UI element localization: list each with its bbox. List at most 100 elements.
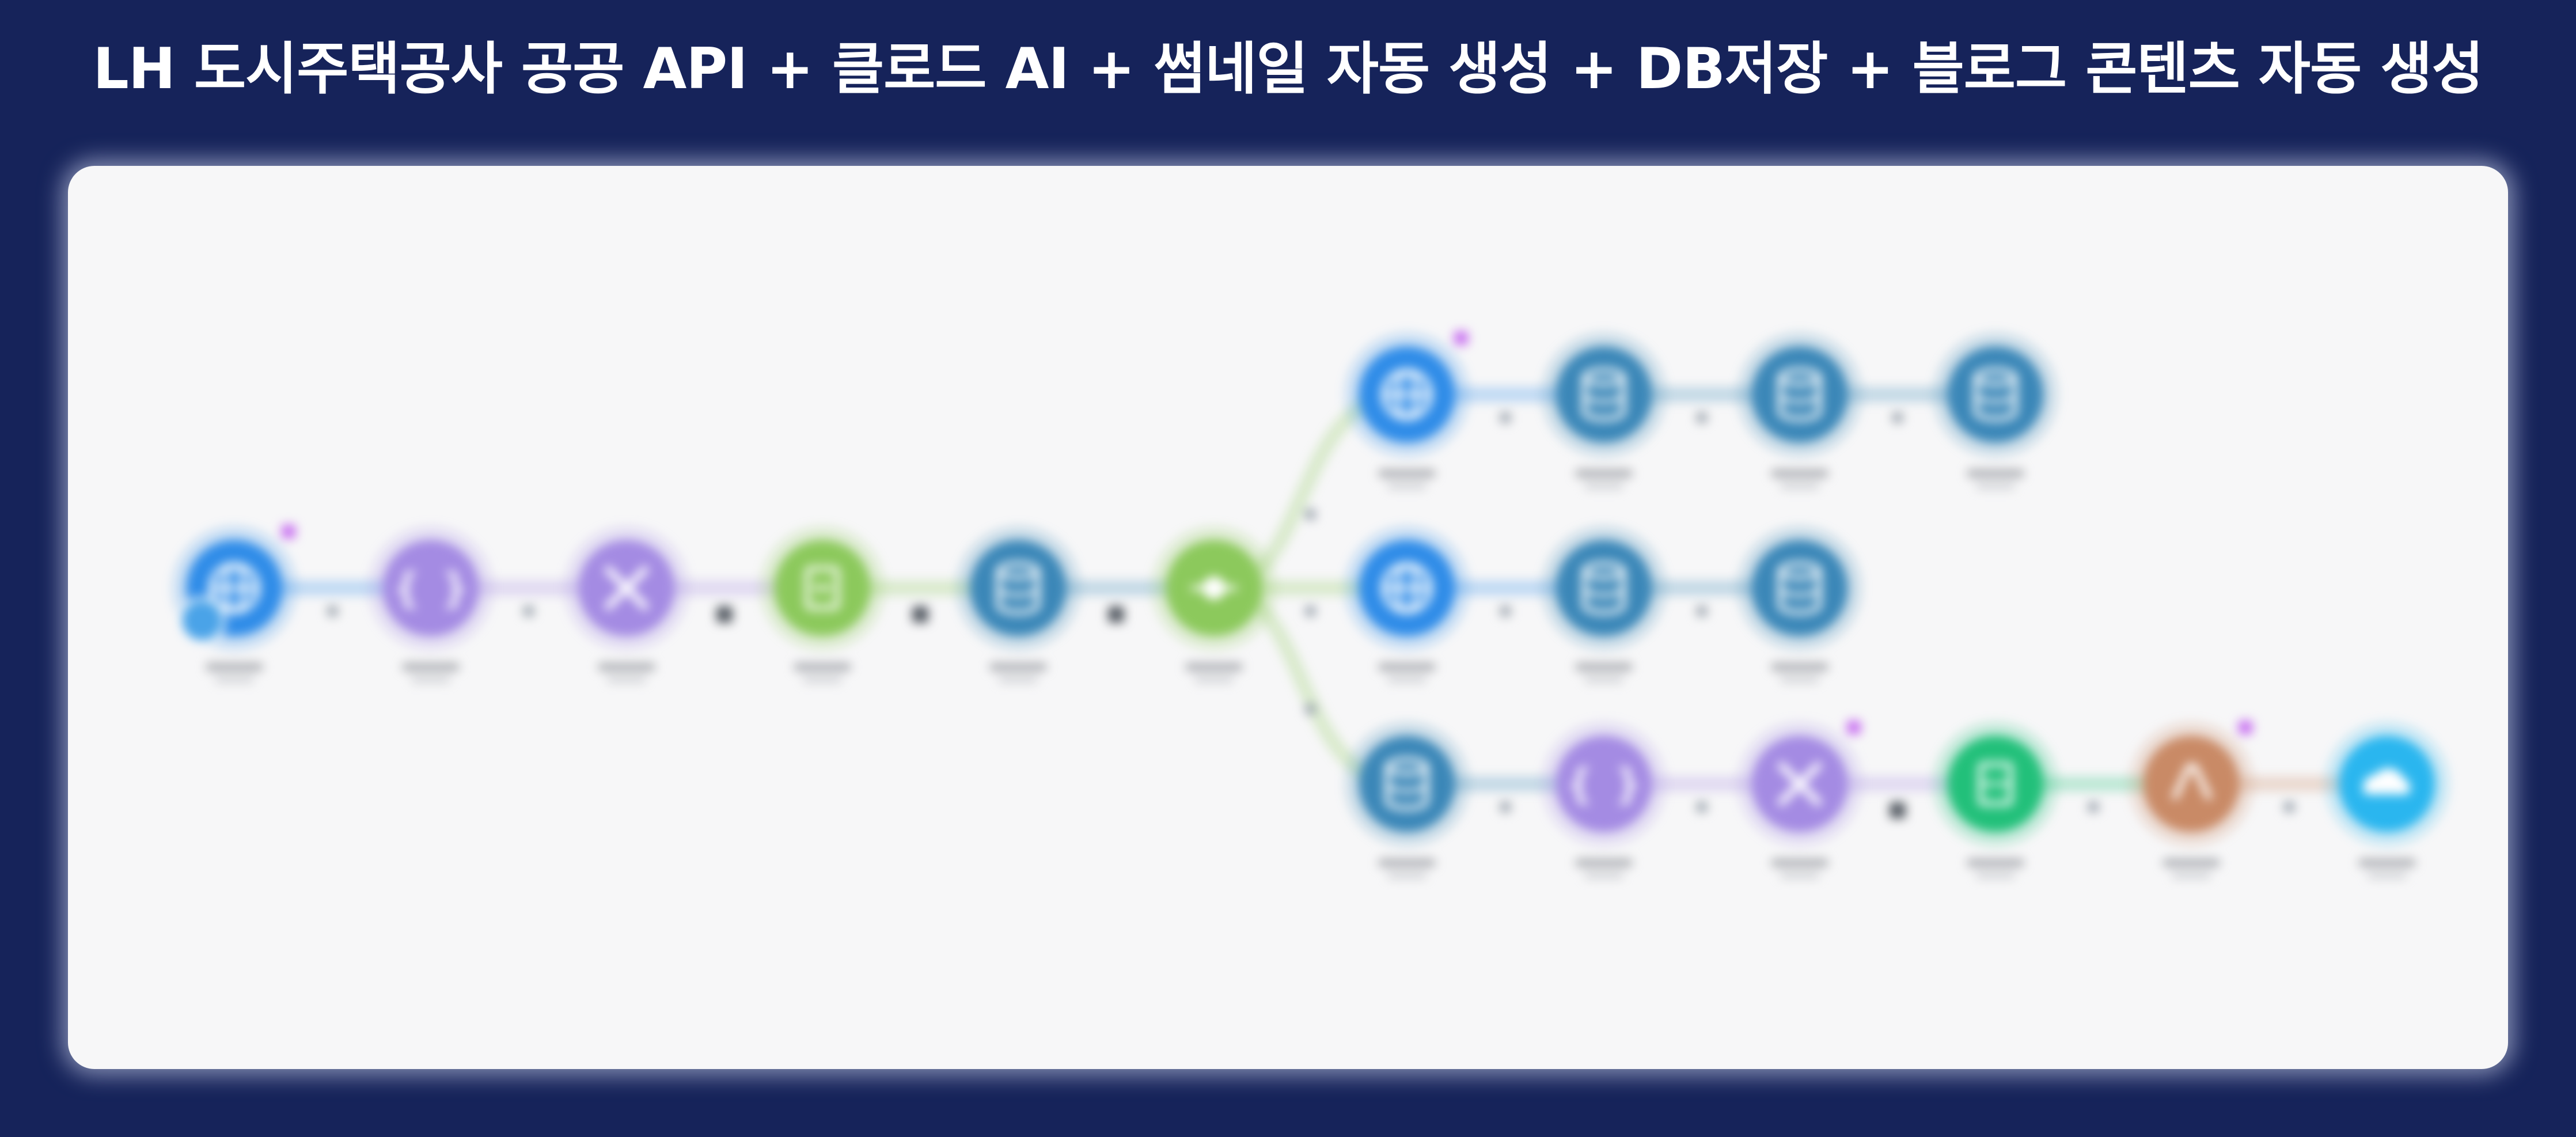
node-label (1771, 469, 1828, 477)
node-label (1967, 859, 2024, 867)
node-t3-datastore[interactable] (1737, 332, 1862, 489)
nodes-layer: { } { } (172, 331, 2449, 878)
connector-label-dot (1696, 412, 1708, 423)
globe-icon (1381, 369, 1433, 420)
node-sublabel (999, 677, 1038, 683)
node-sublabel (2368, 873, 2407, 878)
node-b1-datastore[interactable] (1345, 722, 1469, 878)
braces-icon: { } (394, 564, 467, 612)
node-m2-datastore[interactable] (1542, 526, 1666, 683)
node-label (1378, 663, 1436, 671)
database-icon (1974, 368, 2017, 421)
node-label (1575, 663, 1633, 671)
node-sublabel (1584, 873, 1623, 878)
node-label (1378, 469, 1436, 477)
braces-icon: { } (1568, 760, 1640, 808)
scenario-canvas[interactable]: { } { } (68, 166, 2508, 1069)
node-n2-json[interactable]: { } (369, 526, 493, 683)
node-label (1575, 469, 1633, 477)
node-label (2163, 859, 2220, 867)
connector-label-dot (1892, 412, 1903, 423)
connector-label-dot (1500, 801, 1511, 813)
node-b5-claude[interactable] (2129, 721, 2253, 878)
connector-label-dot (2088, 801, 2099, 813)
node-m3-datastore[interactable] (1737, 526, 1862, 683)
connector-label-dot (1500, 605, 1511, 617)
claude-icon (2171, 764, 2213, 801)
node-sublabel (2172, 873, 2211, 878)
node-n3-tools[interactable] (564, 526, 689, 683)
globe-icon (1381, 562, 1433, 614)
database-icon (1385, 757, 1429, 810)
node-m1-http[interactable] (1345, 526, 1469, 683)
node-label (598, 663, 655, 671)
node-sublabel (1780, 483, 1819, 489)
node-n1-http[interactable] (172, 525, 297, 683)
node-sublabel (411, 677, 450, 683)
filter-icon[interactable] (912, 607, 928, 623)
database-icon (1778, 368, 1822, 421)
database-icon (1582, 562, 1626, 615)
notification-badge (282, 525, 295, 539)
connector-label-dot (523, 605, 534, 617)
node-label (1378, 859, 1436, 867)
svg-text:{ }: { } (394, 564, 467, 612)
tools-icon (1778, 762, 1822, 806)
workflow-diagram: { } { } (172, 331, 2449, 878)
node-label (1771, 663, 1828, 671)
node-sublabel (803, 677, 842, 683)
node-label (1967, 469, 2024, 477)
connector-label-dot (2283, 801, 2295, 813)
node-sublabel (1780, 873, 1819, 878)
database-icon (996, 562, 1040, 615)
node-b4-sheets[interactable] (1933, 722, 2058, 878)
filter-icon[interactable] (1890, 802, 1906, 818)
trigger-clock-icon[interactable] (179, 597, 226, 644)
connector-label-dot (1304, 509, 1317, 520)
connector-label-dot (1500, 412, 1511, 423)
node-n4-aggregator[interactable] (760, 526, 885, 683)
node-sublabel (1387, 483, 1427, 489)
router-icon (1191, 577, 1237, 600)
node-label (989, 663, 1047, 671)
node-b6-cloud[interactable] (2325, 722, 2449, 878)
page-title: LH 도시주택공사 공공 API + 클로드 AI + 썸네일 자동 생성 + … (93, 36, 2483, 102)
node-t1-http[interactable] (1345, 331, 1469, 489)
connector-label-dot (1304, 605, 1317, 617)
node-n5-datastore[interactable] (956, 526, 1080, 683)
filter-icon[interactable] (1108, 607, 1124, 623)
node-label (206, 663, 263, 671)
node-label (794, 663, 851, 671)
svg-text:{ }: { } (1568, 760, 1640, 808)
node-label (1575, 859, 1633, 867)
notification-badge (2239, 721, 2252, 734)
node-sublabel (1976, 483, 2015, 489)
node-sublabel (1584, 677, 1623, 683)
node-label (402, 663, 460, 671)
filter-icon[interactable] (716, 607, 733, 623)
node-sublabel (1194, 677, 1234, 683)
notification-badge (1454, 331, 1468, 345)
node-t4-datastore[interactable] (1933, 332, 2058, 489)
node-n6-router[interactable] (1152, 526, 1276, 683)
connector-label-dot (1696, 605, 1708, 617)
sheets-icon (1978, 762, 2013, 806)
cloud-icon (2363, 768, 2410, 794)
node-sublabel (1976, 873, 2015, 878)
node-sublabel (215, 677, 254, 683)
node-sublabel (1780, 677, 1819, 683)
node-t2-datastore[interactable] (1542, 332, 1666, 489)
node-sublabel (607, 677, 646, 683)
globe-icon (208, 562, 260, 614)
node-sublabel (1584, 483, 1623, 489)
node-label (1185, 663, 1243, 671)
notification-badge (1847, 721, 1861, 734)
tools-icon (605, 566, 648, 610)
connector-label-dot (1696, 801, 1708, 813)
database-icon (1582, 368, 1626, 421)
node-b3-tools[interactable] (1737, 721, 1862, 878)
database-icon (1778, 562, 1822, 615)
node-sublabel (1387, 677, 1427, 683)
node-b2-json[interactable]: { } (1542, 722, 1666, 878)
connector-label-dot (1304, 703, 1317, 715)
